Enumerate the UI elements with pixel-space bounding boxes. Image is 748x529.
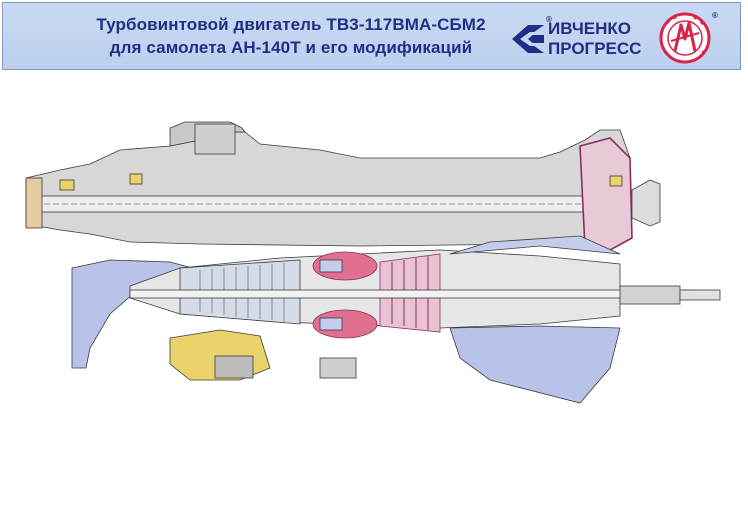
exhaust-upper	[449, 235, 621, 255]
combustor-lower	[312, 309, 378, 339]
engine-cross-section-drawing	[25, 121, 721, 404]
front-flange	[25, 177, 43, 229]
seal-reg-mark: ®	[712, 11, 718, 20]
rear-accessory	[609, 175, 623, 187]
lower-pump	[214, 355, 254, 379]
combustor-liner-lower	[319, 317, 343, 331]
inlet-duct	[71, 259, 202, 369]
rear-bearing	[619, 285, 681, 305]
motor-sich-emblem-icon	[659, 12, 711, 64]
fuel-unit	[319, 357, 357, 379]
title-line-2: для самолета АН-140Т и его модификаций	[109, 38, 473, 57]
inner-shaft	[129, 289, 691, 299]
exhaust-duct	[449, 325, 621, 404]
rear-gear-casing	[579, 137, 633, 251]
brand-line-2: ПРОГРЕСС	[548, 39, 642, 58]
ivchenko-chevron-icon	[512, 25, 544, 53]
shaft-housing	[25, 129, 631, 247]
page-title: Турбовинтовой двигатель ТВ3-117ВМА-СБМ2 …	[71, 13, 511, 59]
output-stub	[679, 289, 721, 301]
ivchenko-progress-logo: ® ИВЧЕНКО ПРОГРЕСС	[510, 13, 658, 65]
brand-line-1: ИВЧЕНКО	[548, 19, 632, 38]
title-line-1: Турбовинтовой двигатель ТВ3-117ВМА-СБМ2	[96, 15, 486, 34]
combustor-liner-upper	[319, 259, 343, 273]
title-banner: Турбовинтовой двигатель ТВ3-117ВМА-СБМ2 …	[2, 2, 741, 70]
combustor-upper	[312, 251, 378, 281]
upper-accessory-2	[129, 173, 143, 185]
rear-cone	[631, 179, 661, 227]
upper-accessory-1	[59, 179, 75, 191]
brand-reg-mark: ®	[546, 15, 552, 24]
accessory-box	[194, 123, 236, 155]
